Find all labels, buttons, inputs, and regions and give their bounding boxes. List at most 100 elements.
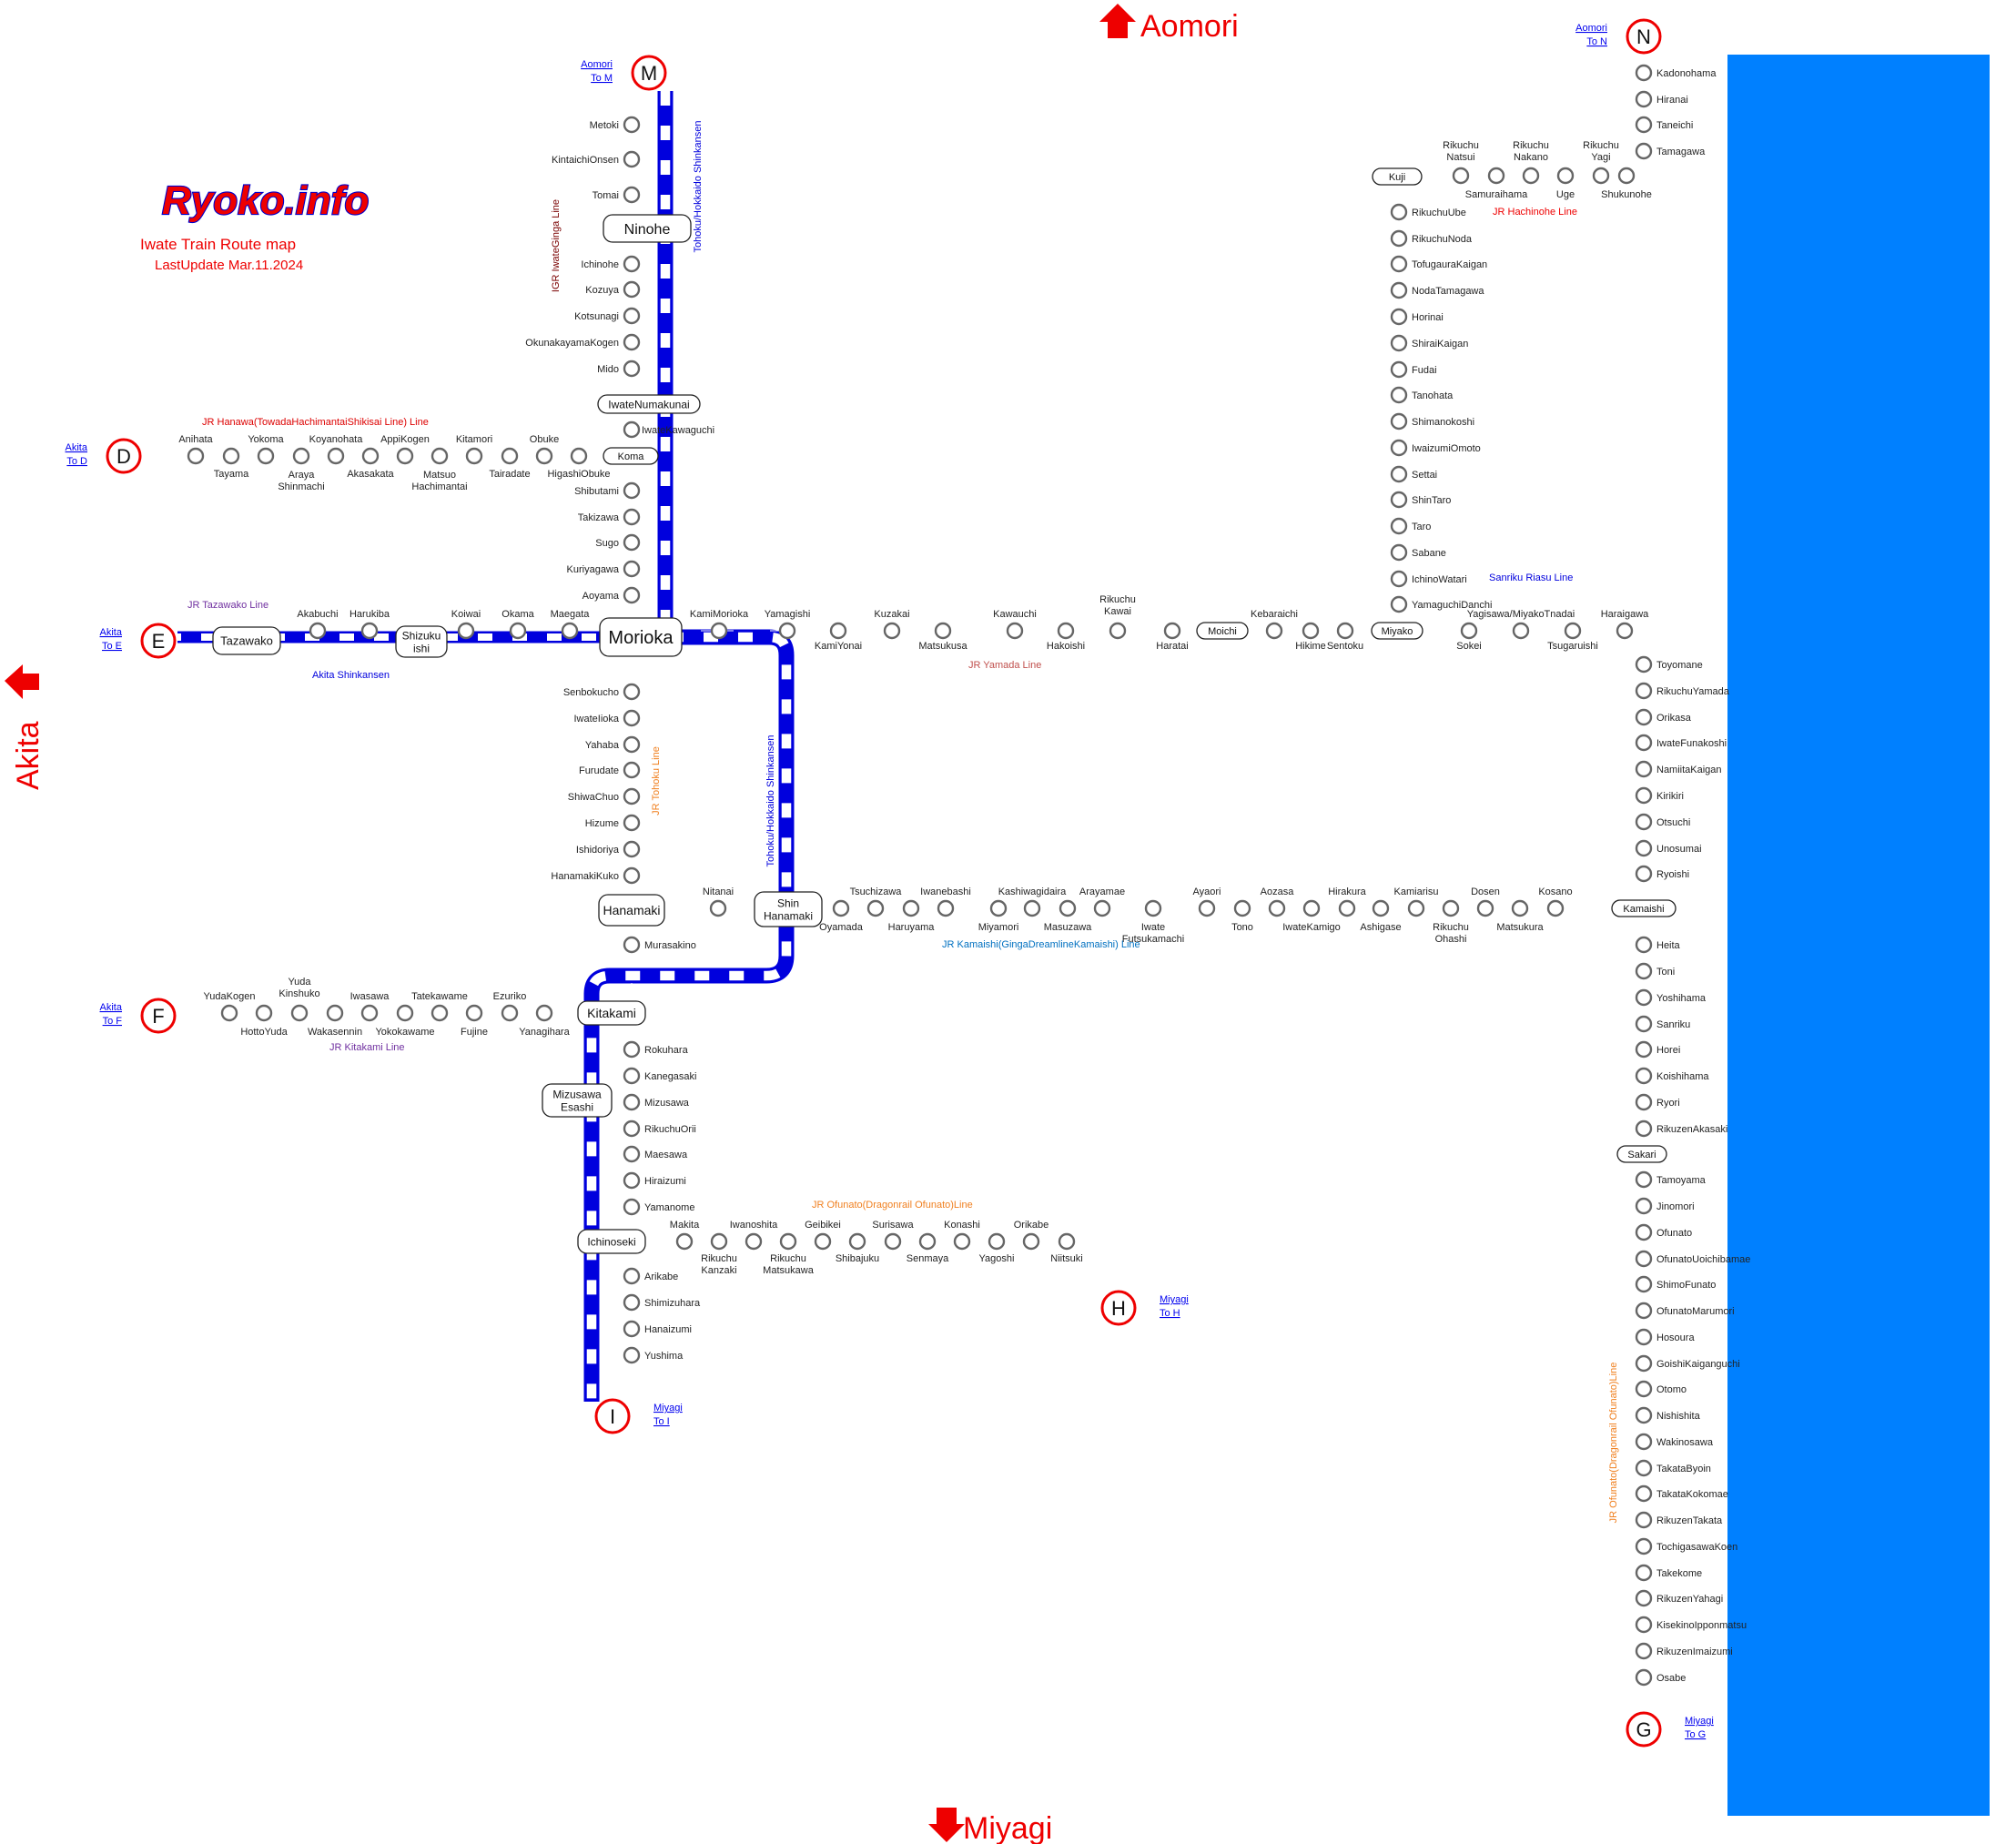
- station-yushima[interactable]: Yushima: [623, 1346, 684, 1364]
- hub-sakari[interactable]: Sakari: [1616, 1145, 1667, 1163]
- hub-koma[interactable]: Koma: [603, 447, 659, 465]
- station-tofugaurakaigan[interactable]: TofugauraKaigan: [1390, 255, 1487, 273]
- station-shibutami[interactable]: Shibutami: [574, 481, 641, 500]
- station-yamaguchidanchi[interactable]: YamaguchiDanchi: [1390, 595, 1492, 613]
- marker-pref-link[interactable]: Akita: [66, 442, 88, 453]
- hub-morioka[interactable]: Morioka: [599, 617, 683, 657]
- station-hosoura[interactable]: Hosoura: [1635, 1328, 1695, 1346]
- station-miyamori[interactable]: Miyamori: [978, 899, 1019, 933]
- station-murasakino[interactable]: Murasakino: [623, 936, 696, 954]
- station-kuzakai[interactable]: Kuzakai: [874, 609, 910, 640]
- station-goishikaiganguchi[interactable]: GoishiKaiganguchi: [1635, 1354, 1740, 1373]
- hub-kuji[interactable]: Kuji: [1372, 167, 1423, 186]
- station-akabuchi[interactable]: Akabuchi: [297, 609, 339, 640]
- station-iwasawa[interactable]: Iwasawa: [350, 991, 390, 1022]
- station-okunakayamakogen[interactable]: OkunakayamaKogen: [525, 333, 641, 351]
- station-anihata[interactable]: Anihata: [178, 434, 214, 465]
- station-shiwachuo[interactable]: ShiwaChuo: [568, 787, 641, 805]
- station-hakoishi[interactable]: Hakoishi: [1047, 622, 1085, 652]
- station-furudate[interactable]: Furudate: [579, 761, 641, 779]
- station-nodatamagawa[interactable]: NodaTamagawa: [1390, 281, 1484, 299]
- station-ayaori[interactable]: Ayaori: [1193, 887, 1221, 917]
- station-rokuhara[interactable]: Rokuhara: [623, 1040, 689, 1059]
- station-kashiwagidaira[interactable]: Kashiwagidaira: [998, 887, 1067, 917]
- station-rikuzenakasaki[interactable]: RikuzenAkasaki: [1635, 1120, 1727, 1138]
- station-ofunatouoichibamae[interactable]: OfunatoUoichibamae: [1635, 1250, 1750, 1268]
- station-kadonohama[interactable]: Kadonohama: [1635, 64, 1717, 82]
- station-yahaba[interactable]: Yahaba: [585, 735, 641, 754]
- station-tochigasawakoen[interactable]: TochigasawaKoen: [1635, 1537, 1737, 1555]
- station-ryoishi[interactable]: Ryoishi: [1635, 865, 1689, 883]
- station-sabane[interactable]: Sabane: [1390, 543, 1446, 562]
- station-tatekawame[interactable]: Tatekawame: [411, 991, 468, 1022]
- station-yokoma[interactable]: Yokoma: [248, 434, 285, 465]
- station-tsugaruishi[interactable]: Tsugaruishi: [1547, 622, 1598, 652]
- hub-kamaishi[interactable]: Kamaishi: [1611, 899, 1677, 917]
- station-sokei[interactable]: Sokei: [1456, 622, 1482, 652]
- station-masuzawa[interactable]: Masuzawa: [1044, 899, 1092, 933]
- hub-tazawako[interactable]: Tazawako: [212, 626, 281, 655]
- station-rikuchuyamada[interactable]: RikuchuYamada: [1635, 682, 1730, 700]
- station-shibajuku[interactable]: Shibajuku: [836, 1232, 879, 1264]
- station-higashiobuke[interactable]: HigashiObuke: [547, 447, 611, 480]
- station-shimofunato[interactable]: ShimoFunato: [1635, 1275, 1716, 1293]
- station-fujine[interactable]: Fujine: [461, 1004, 488, 1038]
- station-taro[interactable]: Taro: [1390, 517, 1431, 535]
- station-dosen[interactable]: Dosen: [1471, 887, 1500, 917]
- station-obuke[interactable]: Obuke: [530, 434, 559, 465]
- station-maegata[interactable]: Maegata: [551, 609, 591, 640]
- station-arayamae[interactable]: Arayamae: [1079, 887, 1125, 917]
- marker-to-link[interactable]: To G: [1685, 1729, 1706, 1740]
- station-oyamada[interactable]: Oyamada: [819, 899, 864, 933]
- station-kotsunagi[interactable]: Kotsunagi: [574, 307, 641, 325]
- station-yamanome[interactable]: Yamanome: [623, 1198, 694, 1216]
- station-kamimorioka[interactable]: KamiMorioka: [690, 609, 749, 640]
- station-hiranai[interactable]: Hiranai: [1635, 90, 1688, 108]
- station-yokokawame[interactable]: Yokokawame: [375, 1004, 435, 1038]
- station-hirakura[interactable]: Hirakura: [1328, 887, 1367, 917]
- station-ezuriko[interactable]: Ezuriko: [493, 991, 527, 1022]
- station-shintaro[interactable]: ShinTaro: [1390, 491, 1451, 509]
- station-sanriku[interactable]: Sanriku: [1635, 1015, 1690, 1033]
- station-sugo[interactable]: Sugo: [595, 533, 641, 552]
- station-settai[interactable]: Settai: [1390, 465, 1437, 483]
- station-osabe[interactable]: Osabe: [1635, 1668, 1686, 1687]
- station-orikasa[interactable]: Orikasa: [1635, 708, 1692, 726]
- marker-pref-link[interactable]: Miyagi: [1160, 1294, 1189, 1305]
- station-yoshihama[interactable]: Yoshihama: [1635, 988, 1707, 1007]
- station-hiraizumi[interactable]: Hiraizumi: [623, 1171, 686, 1190]
- marker-to-link[interactable]: To F: [103, 1016, 123, 1027]
- station-taneichi[interactable]: Taneichi: [1635, 116, 1693, 134]
- station-ofunatomarumori[interactable]: OfunatoMarumori: [1635, 1302, 1735, 1320]
- station-shimizuhara[interactable]: Shimizuhara: [623, 1293, 701, 1312]
- station-ishidoriya[interactable]: Ishidoriya: [576, 840, 641, 858]
- station-aoyama[interactable]: Aoyama: [583, 586, 641, 604]
- station-kuriyagawa[interactable]: Kuriyagawa: [567, 560, 641, 578]
- station-geibikei[interactable]: Geibikei: [805, 1220, 841, 1251]
- station-horinai[interactable]: Horinai: [1390, 308, 1444, 326]
- station-shimanokoshi[interactable]: Shimanokoshi: [1390, 412, 1474, 431]
- station-hikime[interactable]: Hikime: [1295, 622, 1326, 652]
- station-takekome[interactable]: Takekome: [1635, 1564, 1702, 1582]
- station-iwaizumiomoto[interactable]: IwaizumiOmoto: [1390, 439, 1481, 457]
- station-wakasennin[interactable]: Wakasennin: [308, 1004, 362, 1038]
- station-rikuzenimaizumi[interactable]: RikuzenImaizumi: [1635, 1642, 1733, 1660]
- station-rikuzenyahagi[interactable]: RikuzenYahagi: [1635, 1589, 1723, 1607]
- station-tayama[interactable]: Tayama: [214, 447, 249, 480]
- station-kitamori[interactable]: Kitamori: [456, 434, 492, 465]
- station-iwateiioka[interactable]: IwateIioka: [573, 709, 641, 727]
- station-okama[interactable]: Okama: [501, 609, 535, 640]
- station-tamoyama[interactable]: Tamoyama: [1635, 1170, 1707, 1189]
